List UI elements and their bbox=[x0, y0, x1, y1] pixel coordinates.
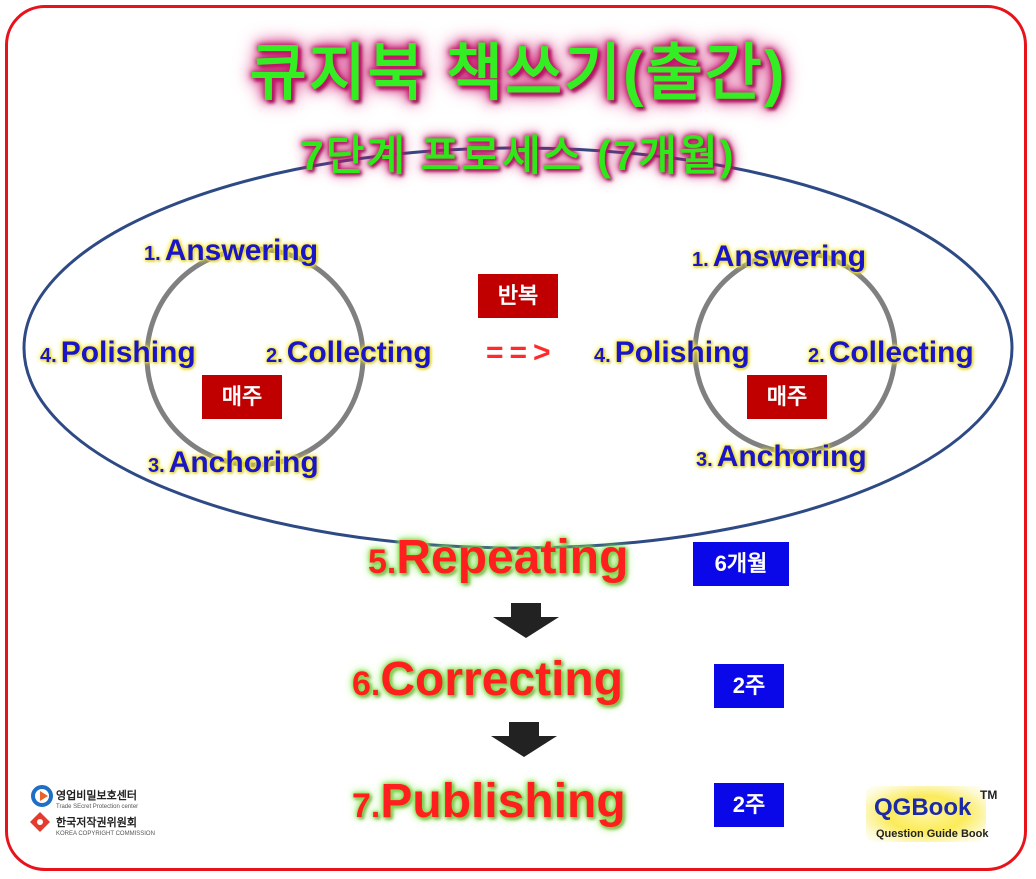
step-publishing: 7.Publishing bbox=[352, 774, 626, 829]
left-step-anchoring: 3.Anchoring bbox=[148, 446, 319, 480]
step-repeating: 5.Repeating bbox=[368, 530, 628, 585]
step-number: 1. bbox=[144, 243, 161, 265]
copyright-name: 한국저작권위원회 bbox=[56, 817, 137, 829]
right-step-answering: 1.Answering bbox=[692, 240, 866, 274]
step-label: Answering bbox=[712, 240, 867, 273]
step-number: 2. bbox=[808, 345, 825, 367]
step-label: Anchoring bbox=[716, 440, 867, 473]
left-step-polishing: 4.Polishing bbox=[40, 336, 196, 370]
repeat-badge: 반복 bbox=[478, 274, 558, 318]
step-number: 2. bbox=[266, 345, 283, 367]
brand-glow bbox=[866, 786, 986, 842]
step-label: Collecting bbox=[828, 336, 974, 369]
right-weekly-badge: 매주 bbox=[747, 375, 827, 419]
page-subtitle: 7단계 프로세스 (7개월) bbox=[300, 132, 736, 179]
brand-tm: TM bbox=[980, 788, 998, 802]
step-number: 3. bbox=[696, 449, 713, 471]
step-number: 1. bbox=[692, 249, 709, 271]
copyright-logo: 한국저작권위원회 KOREA COPYRIGHT COMMISSION bbox=[56, 814, 155, 837]
trade-secret-logo: 영업비밀보호센터 Trade SEcret Protection center bbox=[56, 787, 138, 810]
right-step-polishing: 4.Polishing bbox=[594, 336, 750, 370]
step-label: Repeating bbox=[396, 531, 629, 584]
trade-secret-name: 영업비밀보호센터 bbox=[56, 790, 137, 802]
copyright-sub: KOREA COPYRIGHT COMMISSION bbox=[56, 831, 155, 837]
left-step-collecting: 2.Collecting bbox=[266, 336, 432, 370]
left-step-answering: 1.Answering bbox=[144, 234, 318, 268]
publishing-duration-badge: 2주 bbox=[714, 783, 784, 827]
down-arrow-icon bbox=[491, 722, 557, 757]
step-label: Publishing bbox=[380, 775, 626, 828]
step-number: 4. bbox=[40, 345, 57, 367]
right-cycle-circle bbox=[692, 249, 898, 455]
trade-secret-logo-icon bbox=[31, 785, 53, 807]
step-label: Collecting bbox=[286, 336, 432, 369]
step-label: Polishing bbox=[60, 336, 196, 369]
step-number: 7. bbox=[352, 787, 381, 825]
step-number: 6. bbox=[352, 665, 381, 703]
brand-name: QGBook bbox=[874, 794, 972, 821]
page-title: 큐지북 책쓰기(출간) bbox=[249, 39, 787, 108]
step-number: 3. bbox=[148, 455, 165, 477]
step-label: Polishing bbox=[614, 336, 750, 369]
trade-secret-sub: Trade SEcret Protection center bbox=[56, 804, 139, 810]
brand-subtitle: Question Guide Book bbox=[876, 828, 989, 840]
step-number: 5. bbox=[368, 543, 397, 581]
step-label: Anchoring bbox=[168, 446, 319, 479]
copyright-logo-icon bbox=[30, 812, 50, 832]
left-cycle-circle bbox=[144, 246, 366, 468]
repeating-duration-badge: 6개월 bbox=[693, 542, 789, 586]
step-label: Correcting bbox=[380, 653, 624, 706]
step-correcting: 6.Correcting bbox=[352, 652, 623, 707]
step-number: 4. bbox=[594, 345, 611, 367]
right-step-collecting: 2.Collecting bbox=[808, 336, 974, 370]
correcting-duration-badge: 2주 bbox=[714, 664, 784, 708]
down-arrow-icon bbox=[493, 603, 559, 638]
process-ellipse bbox=[22, 146, 1014, 550]
repeat-arrow: ==> bbox=[486, 336, 557, 369]
step-label: Answering bbox=[164, 234, 319, 267]
left-weekly-badge: 매주 bbox=[202, 375, 282, 419]
right-step-anchoring: 3.Anchoring bbox=[696, 440, 867, 474]
